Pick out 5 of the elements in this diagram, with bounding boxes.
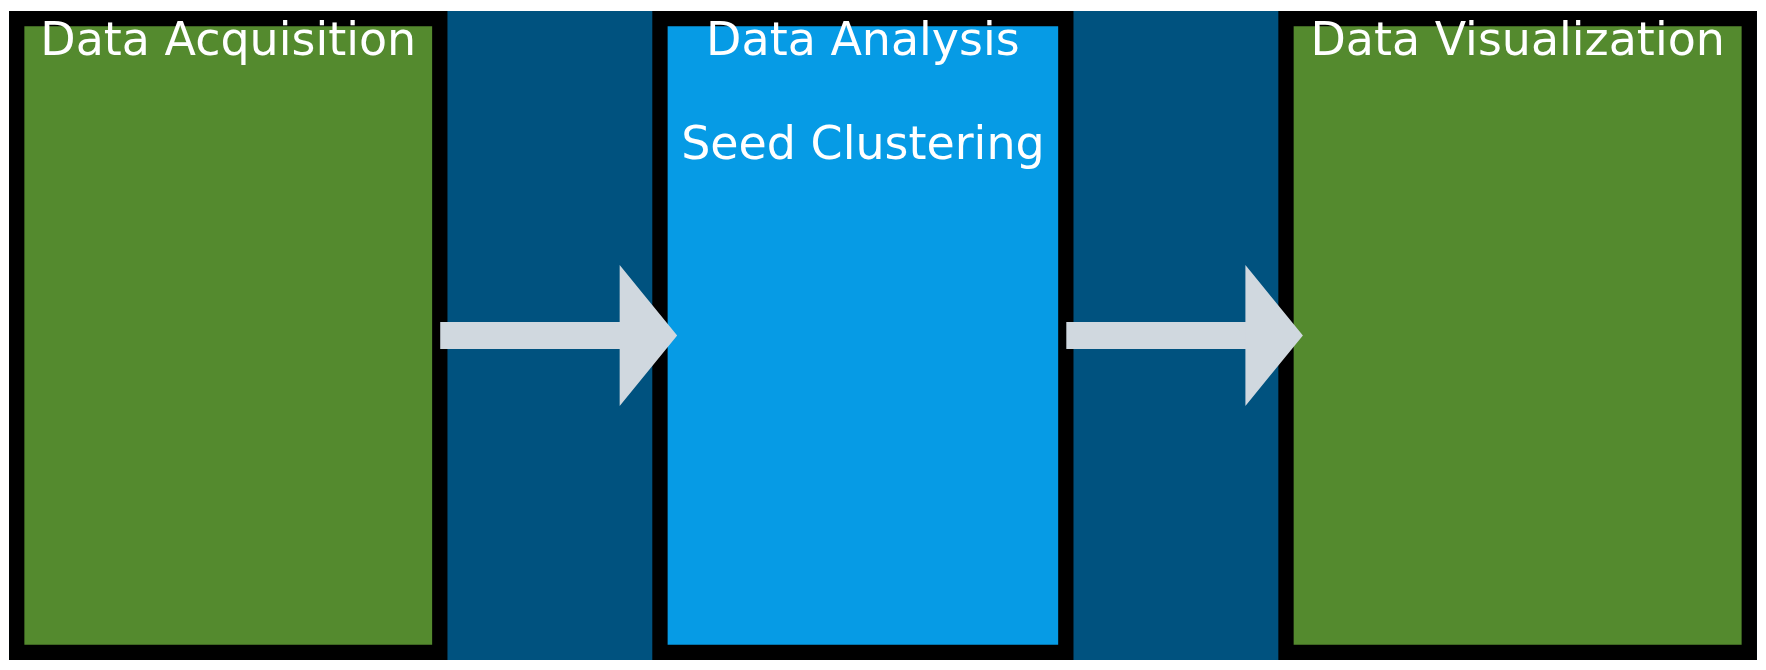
arrow xyxy=(440,264,678,406)
node-box: Data Analysis Seed Clustering xyxy=(652,10,1074,660)
node-box: Data Acquisition xyxy=(9,10,448,660)
node-box: Data Visualization xyxy=(1278,10,1757,660)
arrow xyxy=(1066,264,1303,406)
